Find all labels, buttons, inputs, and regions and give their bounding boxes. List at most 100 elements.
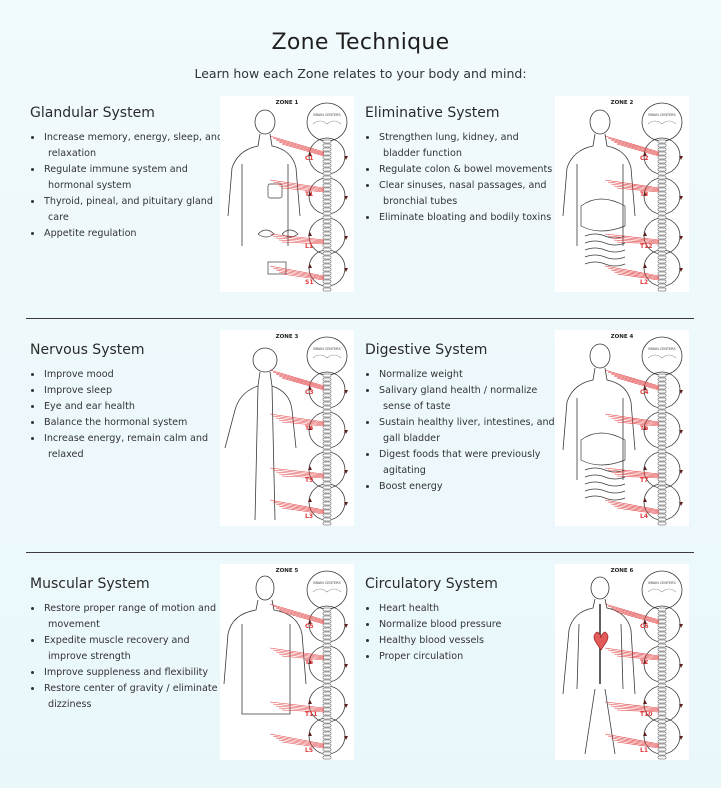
list-item: Thyroid, pineal, and pituitary gland xyxy=(30,194,225,210)
body-outline-path xyxy=(562,598,636,755)
vertebra xyxy=(657,215,667,220)
nerve-line xyxy=(281,421,325,427)
nerve-line xyxy=(281,655,325,661)
vertebra xyxy=(322,433,332,438)
organ-shape xyxy=(580,432,626,466)
loop-arrow xyxy=(643,660,647,664)
nerve-line xyxy=(613,375,660,390)
spine-label: L2 xyxy=(640,279,648,286)
vertebra xyxy=(657,429,667,434)
nerve-line xyxy=(604,413,660,423)
nerve-line xyxy=(613,505,660,514)
vertebra xyxy=(322,485,332,490)
vertebra xyxy=(657,377,667,382)
system-heading: Nervous System xyxy=(30,342,145,358)
brain-label: BRAIN CENTERS xyxy=(648,581,675,585)
vertebra xyxy=(322,275,332,280)
loop-arrow xyxy=(344,196,348,200)
vertebra xyxy=(657,611,667,616)
nerve-line xyxy=(616,655,660,661)
body-outline xyxy=(227,109,301,246)
vertebra xyxy=(322,191,332,196)
loop-arrow xyxy=(308,152,312,156)
vertebra xyxy=(657,691,667,696)
vertebra xyxy=(657,159,667,164)
brain-sketch xyxy=(312,588,342,593)
loop-arrow xyxy=(643,152,647,156)
list-item-continued: hormonal system xyxy=(48,180,132,191)
benefit-list: Heart health Normalize blood pressure He… xyxy=(365,601,560,665)
vertebra xyxy=(657,695,667,700)
vertebra xyxy=(657,489,667,494)
organ-shape xyxy=(257,229,299,238)
vertebra xyxy=(657,259,667,264)
loop-arrow xyxy=(344,268,348,272)
vertebra xyxy=(657,279,667,284)
list-item: Restore proper range of motion and xyxy=(30,601,225,617)
vertebra xyxy=(657,517,667,522)
spine-label: T4 xyxy=(305,425,313,432)
vertebra xyxy=(657,735,667,740)
vertebra xyxy=(322,675,332,680)
organ-group xyxy=(580,432,626,501)
nerve-line xyxy=(613,239,660,244)
nerve-line xyxy=(610,471,660,477)
vertebra xyxy=(322,687,332,692)
vertebra xyxy=(657,679,667,684)
loop-arrow xyxy=(344,236,348,240)
loop-arrow xyxy=(308,498,312,502)
vertebra xyxy=(657,425,667,430)
nerve-line xyxy=(604,265,660,277)
list-item-continued: dizziness xyxy=(48,699,92,710)
brain-circle xyxy=(306,102,348,142)
spine-label: T9 xyxy=(305,477,313,484)
vertebra xyxy=(657,671,667,676)
nerve-line xyxy=(607,735,660,746)
body-outline xyxy=(562,343,636,480)
vertebra xyxy=(322,481,332,486)
head-outline xyxy=(254,109,276,135)
vertebra xyxy=(322,413,332,418)
vertebra xyxy=(322,501,332,506)
vertebra xyxy=(657,497,667,502)
nerve-line xyxy=(281,741,325,749)
list-item-continued: sense of taste xyxy=(383,401,451,412)
brain-sketch xyxy=(647,120,677,125)
vertebra xyxy=(322,663,332,668)
vertebra xyxy=(657,747,667,752)
organ-shape xyxy=(267,261,287,275)
spine-label: T3 xyxy=(640,191,648,198)
vertebra xyxy=(322,385,332,390)
vertebra xyxy=(322,735,332,740)
vertebra xyxy=(657,195,667,200)
vertebra xyxy=(322,473,332,478)
torso-outline xyxy=(562,133,636,246)
vertebra xyxy=(322,227,332,232)
nerve-line xyxy=(613,609,660,624)
loop-arrow xyxy=(344,624,348,628)
vertebra xyxy=(657,719,667,724)
vertebra xyxy=(657,615,667,620)
vertebra xyxy=(322,255,332,260)
loop-arrow xyxy=(643,700,647,704)
vertebra xyxy=(322,235,332,240)
system-heading: Glandular System xyxy=(30,105,155,121)
nerve-line xyxy=(278,739,325,748)
nerve-line xyxy=(281,475,325,479)
vertebra xyxy=(657,191,667,196)
nerve-line xyxy=(269,733,325,745)
nerve-line xyxy=(607,267,660,278)
vertebra xyxy=(322,243,332,248)
nerve-line xyxy=(616,187,660,193)
spine-label: T7 xyxy=(640,477,648,484)
vertebra xyxy=(322,155,332,160)
vertebra xyxy=(322,611,332,616)
loop-arrow xyxy=(308,700,312,704)
intestine-path xyxy=(584,495,626,501)
loop-arrow xyxy=(679,156,683,160)
nerve-line xyxy=(613,739,660,748)
spine-label: C5 xyxy=(305,623,314,630)
list-item: Normalize weight xyxy=(365,367,560,383)
